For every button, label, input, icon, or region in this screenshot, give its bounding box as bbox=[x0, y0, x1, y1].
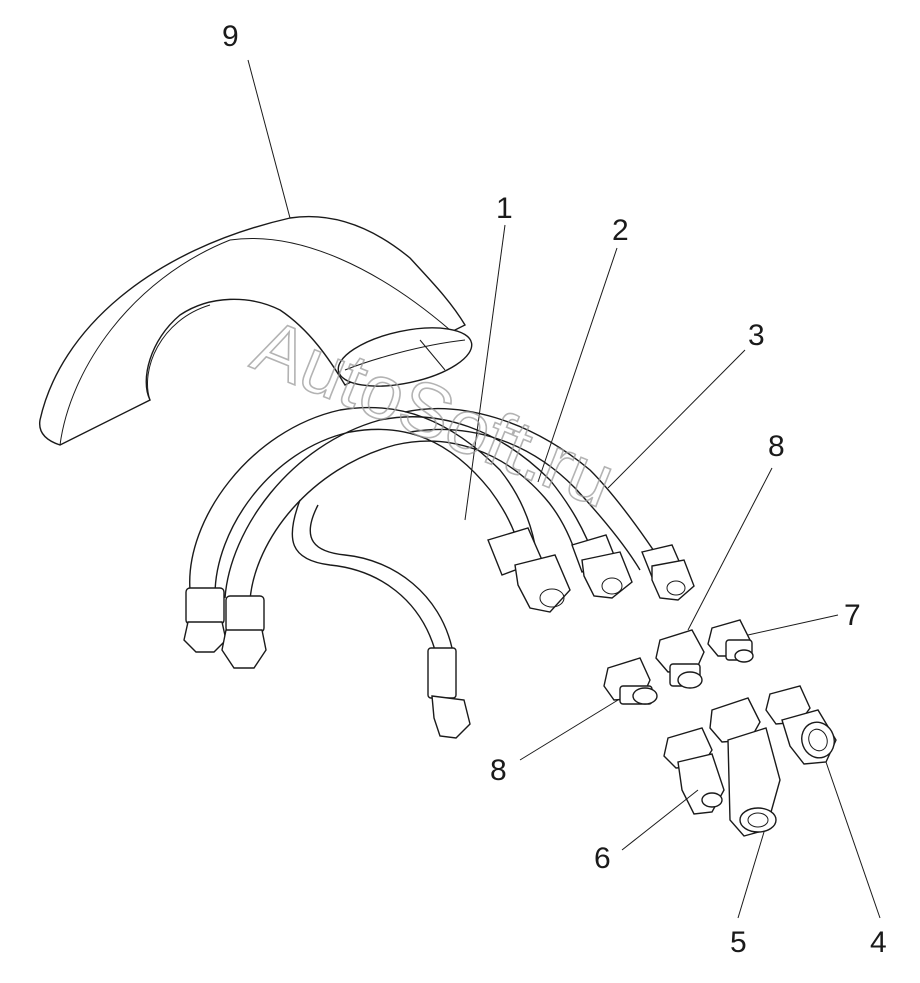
callout-8-upper: 8 bbox=[768, 430, 785, 463]
hose-end-fitting-3 bbox=[641, 544, 695, 601]
callout-8-lower: 8 bbox=[490, 754, 507, 787]
callout-1: 1 bbox=[496, 192, 513, 225]
part-7-adapter bbox=[707, 619, 754, 663]
callout-4: 4 bbox=[870, 926, 887, 959]
callout-3: 3 bbox=[748, 319, 765, 352]
part-9-protective-sleeve bbox=[38, 215, 473, 446]
hose-end-fitting-1 bbox=[487, 527, 571, 613]
hose-end-fitting-small bbox=[427, 647, 471, 739]
leader-lines bbox=[247, 59, 881, 919]
hose-end-fitting-left-1 bbox=[183, 587, 227, 653]
callout-7: 7 bbox=[844, 599, 861, 632]
callout-2: 2 bbox=[612, 214, 629, 247]
part-8-adapter-upper bbox=[655, 629, 705, 689]
part-5-quick-coupling bbox=[709, 697, 781, 837]
part-8-adapter-lower bbox=[603, 657, 658, 705]
part-4-coupling-half bbox=[765, 685, 837, 765]
callout-6: 6 bbox=[594, 842, 611, 875]
leader-2 bbox=[537, 247, 618, 483]
part-6-nipple bbox=[663, 727, 725, 815]
hose-end-fitting-left-2 bbox=[221, 595, 267, 669]
hose-bundle bbox=[189, 406, 661, 651]
leader-3 bbox=[607, 349, 746, 489]
callout-labels: 9 1 2 3 8 7 8 6 5 4 bbox=[222, 20, 887, 959]
callout-5: 5 bbox=[730, 926, 747, 959]
leader-9 bbox=[247, 59, 291, 219]
leader-7 bbox=[747, 614, 839, 636]
leader-8a bbox=[687, 467, 773, 631]
leader-1 bbox=[464, 224, 506, 521]
leader-4 bbox=[825, 761, 881, 919]
callout-9: 9 bbox=[222, 20, 239, 53]
leader-5 bbox=[737, 831, 765, 919]
leader-8b bbox=[519, 699, 619, 761]
hose-end-fitting-2 bbox=[571, 534, 633, 599]
leader-6 bbox=[621, 789, 699, 851]
